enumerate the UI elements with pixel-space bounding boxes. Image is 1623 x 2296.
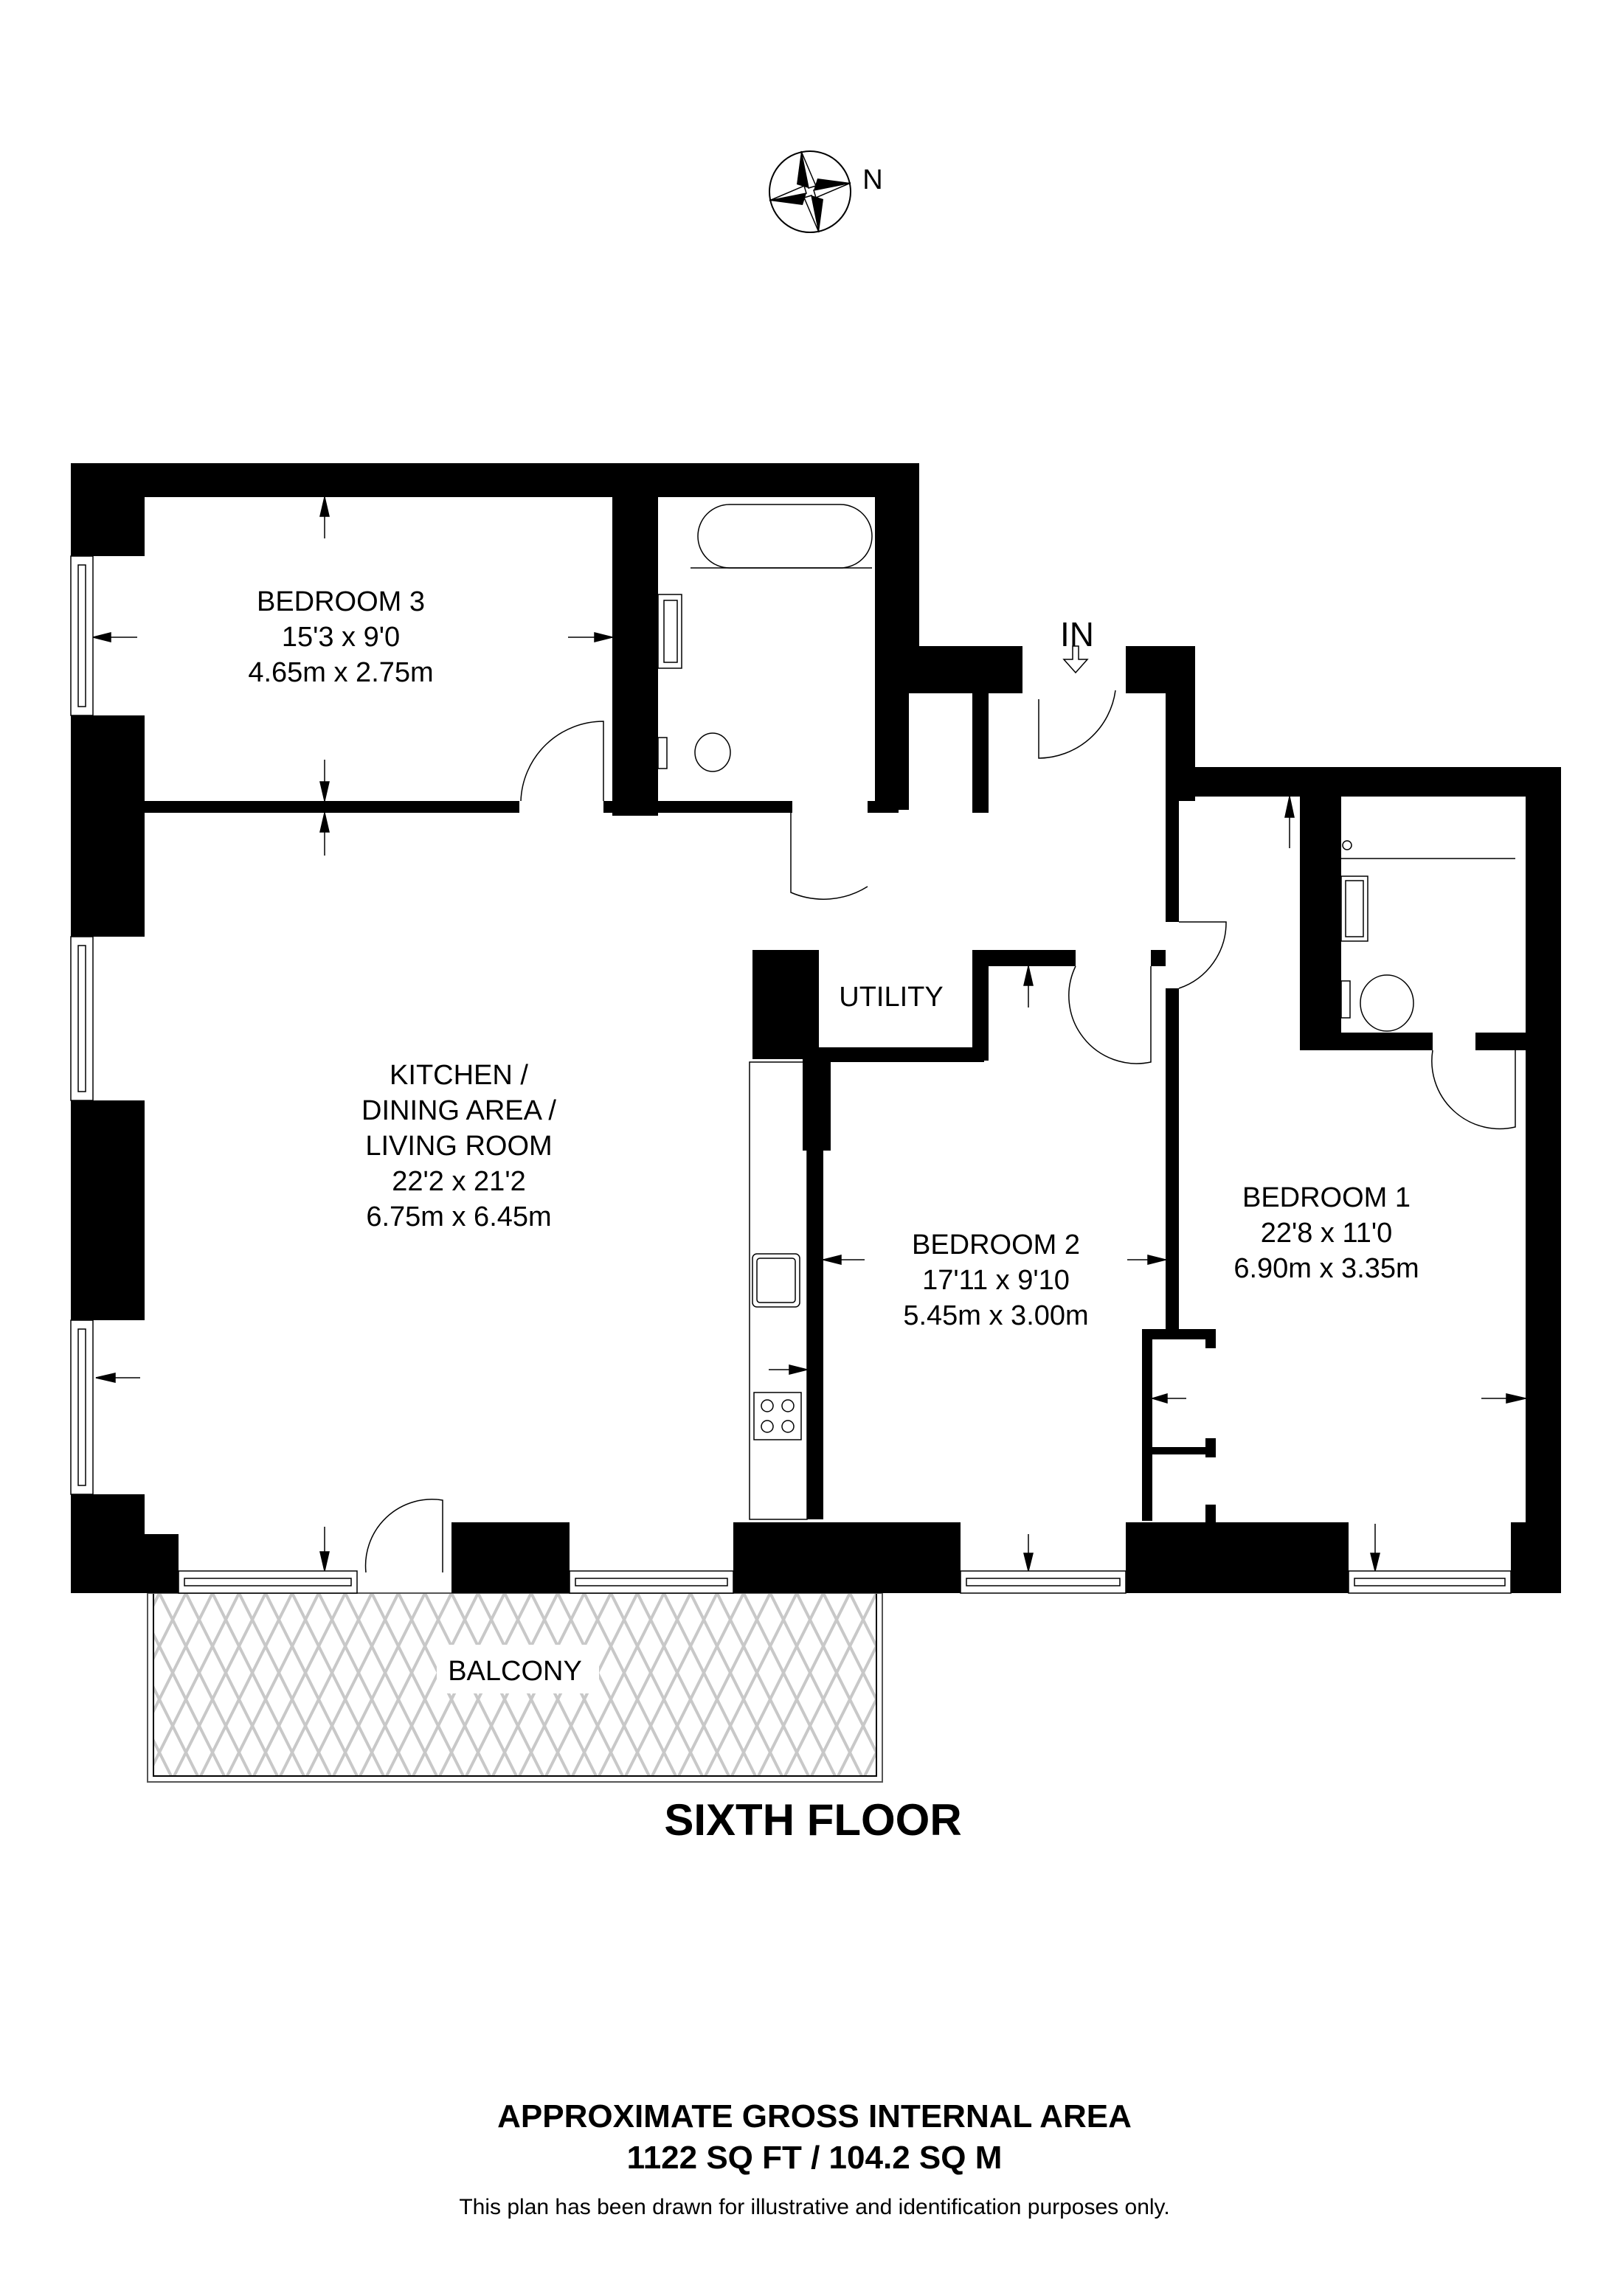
entrance-label: IN [1060,615,1094,653]
room-balcony: BALCONY [448,1656,582,1687]
svg-text:4.65m x 2.75m: 4.65m x 2.75m [248,657,433,688]
room-bedroom-2: BEDROOM 2 17'11 x 9'10 5.45m x 3.00m [903,1229,1088,1331]
svg-text:LIVING ROOM: LIVING ROOM [365,1131,552,1162]
svg-text:15'3 x 9'0: 15'3 x 9'0 [282,622,400,653]
area-heading: APPROXIMATE GROSS INTERNAL AREA [497,2098,1132,2134]
compass-rose-icon [769,150,851,233]
svg-text:6.90m x 3.35m: 6.90m x 3.35m [1233,1253,1419,1284]
windows [70,555,1512,1594]
doors [364,690,1516,1573]
balcony [147,1592,883,1783]
hob-icon [753,1392,802,1440]
svg-text:BEDROOM 1: BEDROOM 1 [1242,1182,1411,1213]
toilet-icon [1360,974,1414,1032]
area-value: 1122 SQ FT / 104.2 SQ M [627,2140,1003,2176]
room-kitchen-living: KITCHEN / DINING AREA / LIVING ROOM 22'2… [361,1060,556,1232]
fixtures [657,504,1515,1520]
svg-text:17'11 x 9'10: 17'11 x 9'10 [922,1265,1070,1296]
svg-text:KITCHEN /: KITCHEN / [390,1060,528,1091]
kitchen-sink-icon [752,1253,800,1308]
room-bedroom-3: BEDROOM 3 15'3 x 9'0 4.65m x 2.75m [248,586,433,688]
floor-title: SIXTH FLOOR [664,1795,961,1845]
dimension-arrows [92,496,1526,1572]
svg-text:BEDROOM 2: BEDROOM 2 [912,1229,1080,1260]
svg-text:6.75m x 6.45m: 6.75m x 6.45m [366,1201,551,1232]
entrance-arrow-icon [1062,645,1089,674]
svg-text:22'2 x 21'2: 22'2 x 21'2 [392,1166,525,1197]
svg-text:BEDROOM 3: BEDROOM 3 [257,586,425,617]
svg-text:5.45m x 3.00m: 5.45m x 3.00m [903,1300,1088,1331]
svg-text:22'8 x 11'0: 22'8 x 11'0 [1261,1218,1393,1249]
room-utility: UTILITY [839,982,943,1013]
room-bedroom-1: BEDROOM 1 22'8 x 11'0 6.90m x 3.35m [1233,1182,1419,1284]
walls [71,463,1561,1593]
bath-icon [697,504,873,569]
sink-icon [1340,875,1368,942]
disclaimer: This plan has been drawn for illustrativ… [459,2195,1169,2219]
compass-north-label: N [862,164,882,195]
toilet-icon [694,732,731,772]
sink-icon [657,594,682,669]
svg-text:DINING AREA /: DINING AREA / [361,1095,556,1126]
